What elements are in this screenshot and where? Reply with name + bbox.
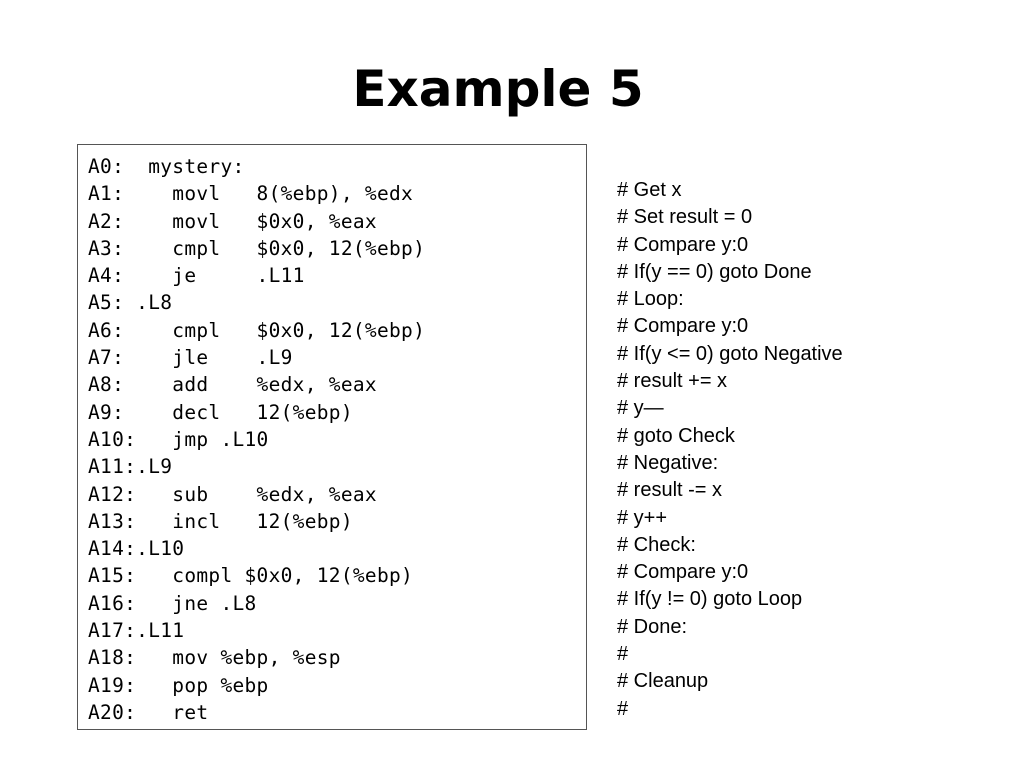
comment-line: # Compare y:0 bbox=[617, 233, 749, 256]
code-line-a19: A19: pop %ebp bbox=[88, 673, 269, 697]
assembly-code-box: A0: mystery: A1: movl 8(%ebp), %edx A2: … bbox=[77, 144, 587, 730]
code-line-a2: A2: movl $0x0, %eax bbox=[88, 209, 377, 233]
code-line-a16: A16: jne .L8 bbox=[88, 591, 257, 615]
comment-line: # bbox=[617, 697, 629, 720]
comment-line: # Compare y:0 bbox=[617, 315, 749, 338]
comment-line: # y++ bbox=[617, 506, 668, 529]
code-line-a17: A17:.L11 bbox=[88, 619, 185, 643]
comment-line: # If(y == 0) goto Done bbox=[617, 260, 812, 283]
comment-line: # Get x bbox=[617, 179, 682, 201]
code-line-a14: A14:.L10 bbox=[88, 537, 185, 561]
comment-line: # Check: bbox=[617, 533, 696, 556]
code-line-a5: A5: .L8 bbox=[88, 291, 173, 315]
code-line-a3: A3: cmpl $0x0, 12(%ebp) bbox=[88, 236, 426, 260]
comment-line: # Cleanup bbox=[617, 670, 709, 693]
code-line-a1: A1: movl 8(%ebp), %edx bbox=[88, 182, 414, 206]
comment-line: # Negative: bbox=[617, 451, 719, 474]
comment-line: # y— bbox=[617, 397, 664, 420]
comment-column: # Get x # Set result = 0 # Compare y:0 #… bbox=[617, 177, 843, 723]
code-line-a20: A20: ret bbox=[88, 700, 209, 724]
comment-line: # bbox=[617, 643, 629, 666]
comment-line: # Done: bbox=[617, 615, 688, 638]
slide-title: Example 5 bbox=[352, 60, 644, 118]
code-line-a13: A13: incl 12(%ebp) bbox=[88, 509, 353, 533]
comment-line: # result += x bbox=[617, 370, 728, 393]
comment-line: # Set result = 0 bbox=[617, 206, 753, 229]
code-line-a18: A18: mov %ebp, %esp bbox=[88, 646, 341, 670]
comment-line: # goto Check bbox=[617, 424, 735, 447]
comment-line: # If(y <= 0) goto Negative bbox=[617, 342, 843, 365]
code-line-a15: A15: compl $0x0, 12(%ebp) bbox=[88, 564, 414, 588]
code-line-a7: A7: jle .L9 bbox=[88, 346, 293, 370]
comment-line: # result -= x bbox=[617, 479, 723, 502]
comment-line: # Compare y:0 bbox=[617, 561, 749, 584]
code-line-a0: A0: mystery: bbox=[88, 155, 245, 178]
code-line-a12: A12: sub %edx, %eax bbox=[88, 482, 377, 506]
comment-line: # Loop: bbox=[617, 288, 684, 311]
code-line-a6: A6: cmpl $0x0, 12(%ebp) bbox=[88, 318, 426, 342]
code-line-a4: A4: je .L11 bbox=[88, 264, 305, 288]
code-line-a11: A11:.L9 bbox=[88, 455, 173, 479]
code-line-a10: A10: jmp .L10 bbox=[88, 427, 269, 451]
code-line-a9: A9: decl 12(%ebp) bbox=[88, 400, 353, 424]
code-line-a8: A8: add %edx, %eax bbox=[88, 373, 377, 397]
comment-line: # If(y != 0) goto Loop bbox=[617, 588, 803, 611]
